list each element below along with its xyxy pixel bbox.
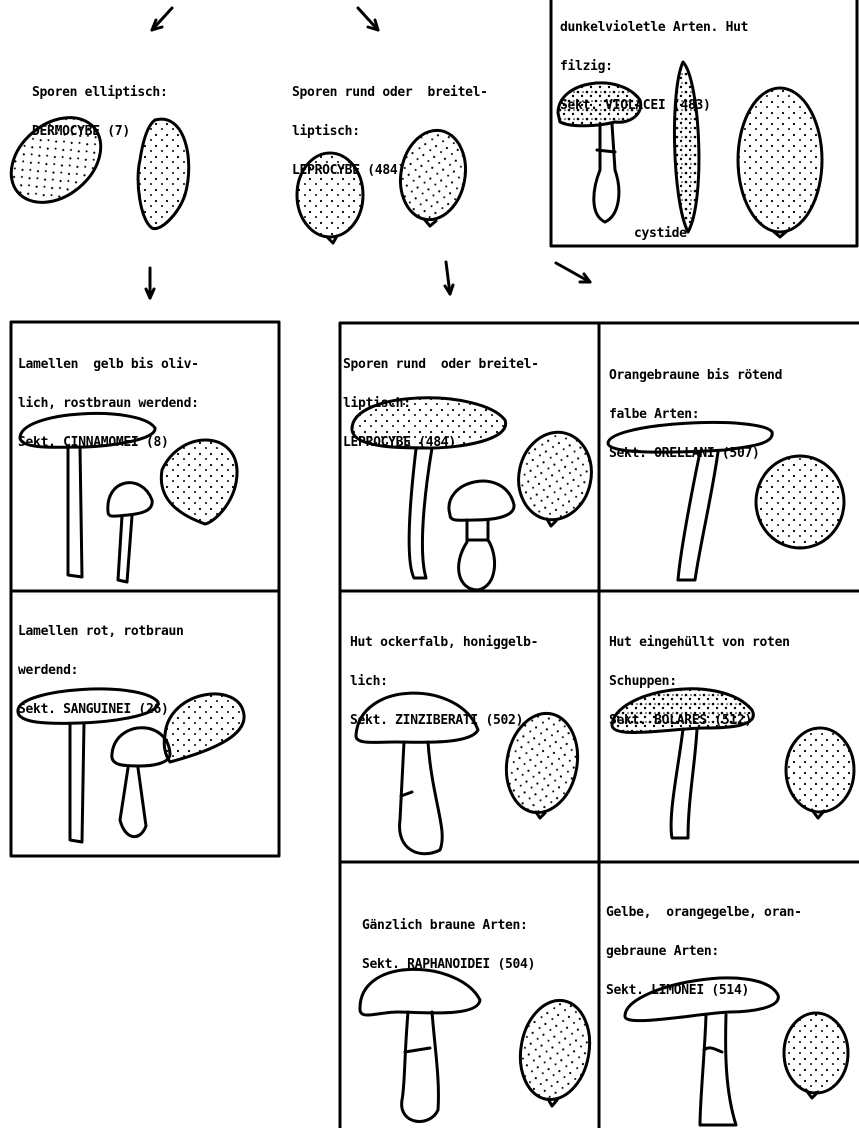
bolares-label: Hut eingehüllt von roten Schuppen: Sekt.…: [609, 610, 790, 740]
cystide-label: cystide: [634, 227, 687, 240]
raphanoidei-label: Gänzlich braune Arten: Sekt. RAPHANOIDEI…: [362, 893, 535, 984]
dermocybe-label: Sporen elliptisch: DERMOCYBE (7): [32, 60, 167, 151]
orellani-label: Orangebraune bis rötend falbe Arten: Sek…: [609, 343, 782, 473]
limonei-label: Gelbe, orangegelbe, oran- gebraune Arten…: [606, 880, 802, 1010]
sanguinei-label: Lamellen rot, rotbraun werdend: Sekt. SA…: [18, 599, 184, 729]
cinnamomei-label: Lamellen gelb bis oliv- lich, rostbraun …: [18, 332, 199, 462]
leprocybe-branch-label: Sporen rund oder breitel- liptisch: LEPR…: [292, 60, 488, 190]
violacei-label: dunkelvioletle Arten. Hut filzig: Sekt. …: [560, 0, 748, 125]
zinziberati-label: Hut ockerfalb, honiggelb- lich: Sekt. ZI…: [350, 610, 538, 740]
leprocybe-label: Sporen rund oder breitel- liptisch: LEPR…: [343, 332, 539, 462]
raphanoidei-drawing: [360, 969, 597, 1121]
